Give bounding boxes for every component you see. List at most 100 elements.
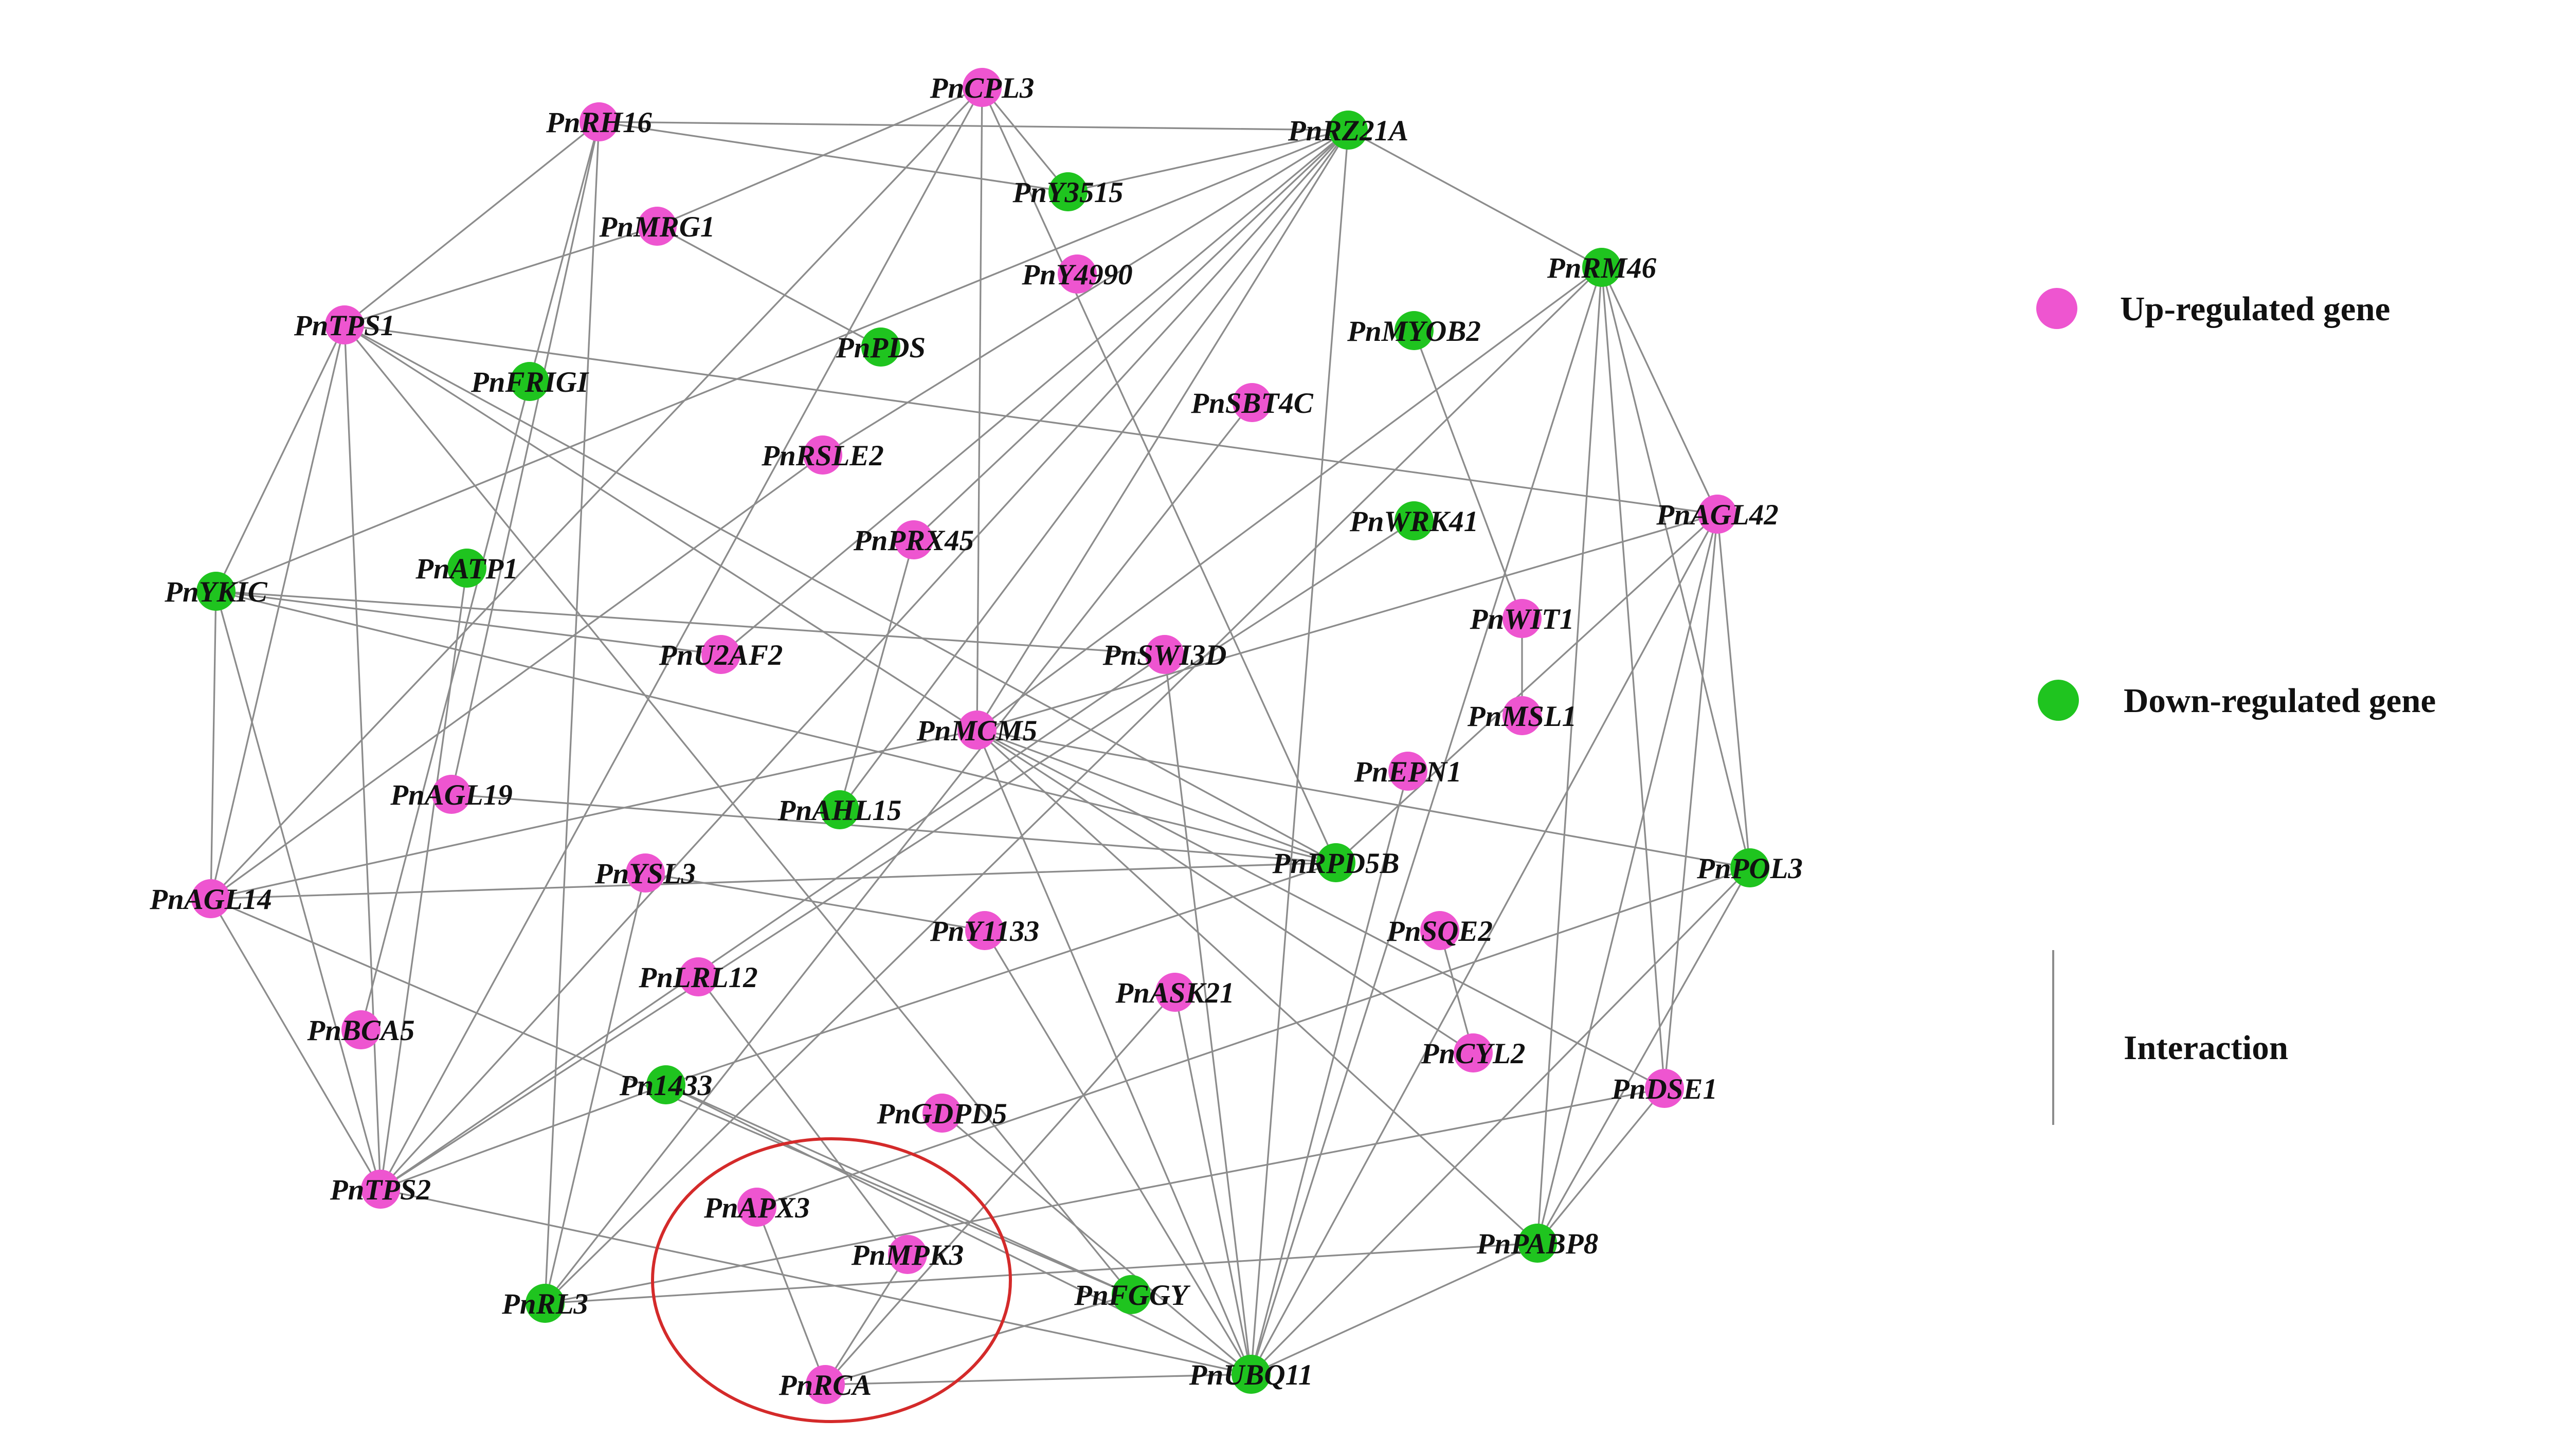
node-dot-PnRL3 xyxy=(526,1284,565,1323)
node-PnMYOB2: PnMYOB2 xyxy=(1347,311,1481,350)
node-PnPDS: PnPDS xyxy=(836,327,926,367)
edge-PnCPL3-PnMCM5 xyxy=(976,87,983,731)
node-PnFGGY: PnFGGY xyxy=(1074,1275,1191,1314)
edge-Pn1433-PnTPS2 xyxy=(380,1084,666,1190)
edge-PnASK21-PnUBQ11 xyxy=(1174,992,1252,1375)
node-PnLRL12: PnLRL12 xyxy=(638,957,758,996)
edge-PnTPS1-PnAGL42 xyxy=(344,324,1718,515)
node-label-PnTPS1: PnTPS1 xyxy=(294,310,395,342)
node-PnATP1: PnATP1 xyxy=(415,549,518,588)
node-label-PnMSL1: PnMSL1 xyxy=(1467,700,1577,733)
node-PnAGL42: PnAGL42 xyxy=(1656,495,1779,534)
node-label-PnAHL15: PnAHL15 xyxy=(777,794,902,827)
edge-PnRZ21A-PnYKIC xyxy=(215,129,1349,592)
edge-PnAGL42-PnPOL3 xyxy=(1716,514,1751,868)
node-label-PnY4990: PnY4990 xyxy=(1021,259,1132,291)
node-dot-PnPRX45 xyxy=(894,520,933,559)
edge-PnTPS1-PnMCM5 xyxy=(344,324,977,731)
edge-PnDSE1-PnPABP8 xyxy=(1536,1087,1665,1244)
edge-PnRZ21A-PnMCM5 xyxy=(976,130,1349,731)
edge-PnTPS1-PnYKIC xyxy=(215,324,346,592)
edge-PnAPX3-PnRCA xyxy=(756,1207,826,1385)
node-PnRCA: PnRCA xyxy=(778,1365,872,1404)
node-Pn1433: Pn1433 xyxy=(619,1065,713,1104)
node-dot-PnUBQ11 xyxy=(1232,1355,1271,1394)
node-PnBCA5: PnBCA5 xyxy=(306,1010,415,1049)
node-label-PnCPL3: PnCPL3 xyxy=(930,72,1035,104)
edge-PnTPS1-PnFGGY xyxy=(343,324,1132,1296)
edge-PnRZ21A-PnTPS2 xyxy=(379,129,1349,1190)
edge-PnRH16-PnY3515 xyxy=(599,121,1069,193)
node-label-PnRSLE2: PnRSLE2 xyxy=(761,440,884,472)
edge-PnRZ21A-PnRSLE2 xyxy=(822,129,1349,456)
node-PnCPL3: PnCPL3 xyxy=(930,68,1035,107)
node-dot-PnFRIGI xyxy=(510,362,549,401)
node-PnRPD5B: PnRPD5B xyxy=(1272,843,1400,882)
edge-PnYKIC-PnU2AF2 xyxy=(215,590,721,656)
edge-PnLRL12-PnMPK3 xyxy=(697,976,909,1255)
edge-PnMCM5-PnCYL2 xyxy=(976,729,1474,1054)
node-label-PnY3515: PnY3515 xyxy=(1012,176,1123,209)
node-PnMCM5: PnMCM5 xyxy=(916,711,1037,750)
edge-PnAGL42-PnPABP8 xyxy=(1536,514,1718,1244)
node-label-PnSWI3D: PnSWI3D xyxy=(1102,639,1227,671)
node-dot-PnY1133 xyxy=(965,911,1004,950)
node-label-PnBCA5: PnBCA5 xyxy=(306,1014,414,1047)
edge-PnAGL14-PnMCM5 xyxy=(210,729,977,900)
legend-up-label: Up-regulated gene xyxy=(2120,290,2390,328)
node-PnYSL3: PnYSL3 xyxy=(594,853,696,893)
node-dot-PnMYOB2 xyxy=(1395,311,1434,350)
node-PnMPK3: PnMPK3 xyxy=(851,1235,964,1274)
edge-PnRZ21A-PnRM46 xyxy=(1348,129,1602,268)
node-PnRZ21A: PnRZ21A xyxy=(1288,111,1408,150)
node-label-PnMCM5: PnMCM5 xyxy=(916,715,1037,747)
node-label-PnLRL12: PnLRL12 xyxy=(638,961,757,994)
node-dot-PnRM46 xyxy=(1582,248,1621,287)
node-label-PnWIT1: PnWIT1 xyxy=(1470,603,1574,635)
node-PnPRX45: PnPRX45 xyxy=(853,520,974,559)
node-dot-PnSBT4C xyxy=(1233,383,1272,422)
node-dot-PnY4990 xyxy=(1058,254,1097,294)
node-PnSQE2: PnSQE2 xyxy=(1386,911,1493,950)
edge-PnMRG1-PnPDS xyxy=(657,225,881,348)
edge-PnRH16-PnRZ21A xyxy=(599,121,1349,131)
edge-PnAGL42-PnMCM5 xyxy=(976,513,1718,731)
node-label-PnUBQ11: PnUBQ11 xyxy=(1189,1359,1313,1391)
node-PnAHL15: PnAHL15 xyxy=(777,790,902,829)
edge-PnEPN1-PnUBQ11 xyxy=(1250,771,1409,1375)
edge-PnSWI3D-PnTPS2 xyxy=(380,653,1165,1190)
node-label-PnYKIC: PnYKIC xyxy=(164,576,268,608)
edge-PnAPX3-PnPOL3 xyxy=(756,867,1750,1208)
node-dot-PnATP1 xyxy=(447,549,486,588)
edge-PnAGL42-PnRPD5B xyxy=(1335,513,1718,864)
edge-PnMYOB2-PnWIT1 xyxy=(1413,330,1523,619)
node-dot-PnDSE1 xyxy=(1645,1069,1684,1108)
node-PnCYL2: PnCYL2 xyxy=(1421,1033,1525,1072)
edge-PnMCM5-PnPABP8 xyxy=(976,729,1538,1244)
edge-PnRZ21A-PnPRX45 xyxy=(913,129,1349,541)
node-dot-PnRZ21A xyxy=(1329,111,1368,150)
edge-Pn1433-PnUBQ11 xyxy=(665,1084,1252,1375)
node-label-PnSBT4C: PnSBT4C xyxy=(1190,387,1314,420)
node-dot-PnAGL19 xyxy=(432,775,471,814)
node-label-PnRCA: PnRCA xyxy=(778,1369,872,1402)
edge-PnCPL3-PnY3515 xyxy=(981,86,1069,193)
node-PnU2AF2: PnU2AF2 xyxy=(659,635,783,674)
node-dot-PnRH16 xyxy=(580,102,619,141)
node-dot-PnMPK3 xyxy=(888,1235,927,1274)
node-dot-PnWIT1 xyxy=(1502,599,1542,638)
node-PnPABP8: PnPABP8 xyxy=(1476,1224,1598,1263)
node-dot-PnCYL2 xyxy=(1454,1033,1493,1072)
node-PnSBT4C: PnSBT4C xyxy=(1190,383,1314,422)
node-dot-PnWRK41 xyxy=(1395,501,1434,540)
node-dot-PnY3515 xyxy=(1048,172,1088,211)
edge-PnYKIC-PnRPD5B xyxy=(215,590,1336,864)
edge-PnMCM5-PnUBQ11 xyxy=(976,730,1252,1375)
edge-PnMCM5-PnRPD5B xyxy=(976,729,1336,864)
edge-PnYKIC-PnAGL14 xyxy=(210,591,217,899)
node-label-PnATP1: PnATP1 xyxy=(415,553,518,585)
node-dot-PnU2AF2 xyxy=(701,635,740,674)
node-label-Pn1433: Pn1433 xyxy=(619,1069,713,1102)
edge-PnRH16-PnRL3 xyxy=(544,121,600,1304)
